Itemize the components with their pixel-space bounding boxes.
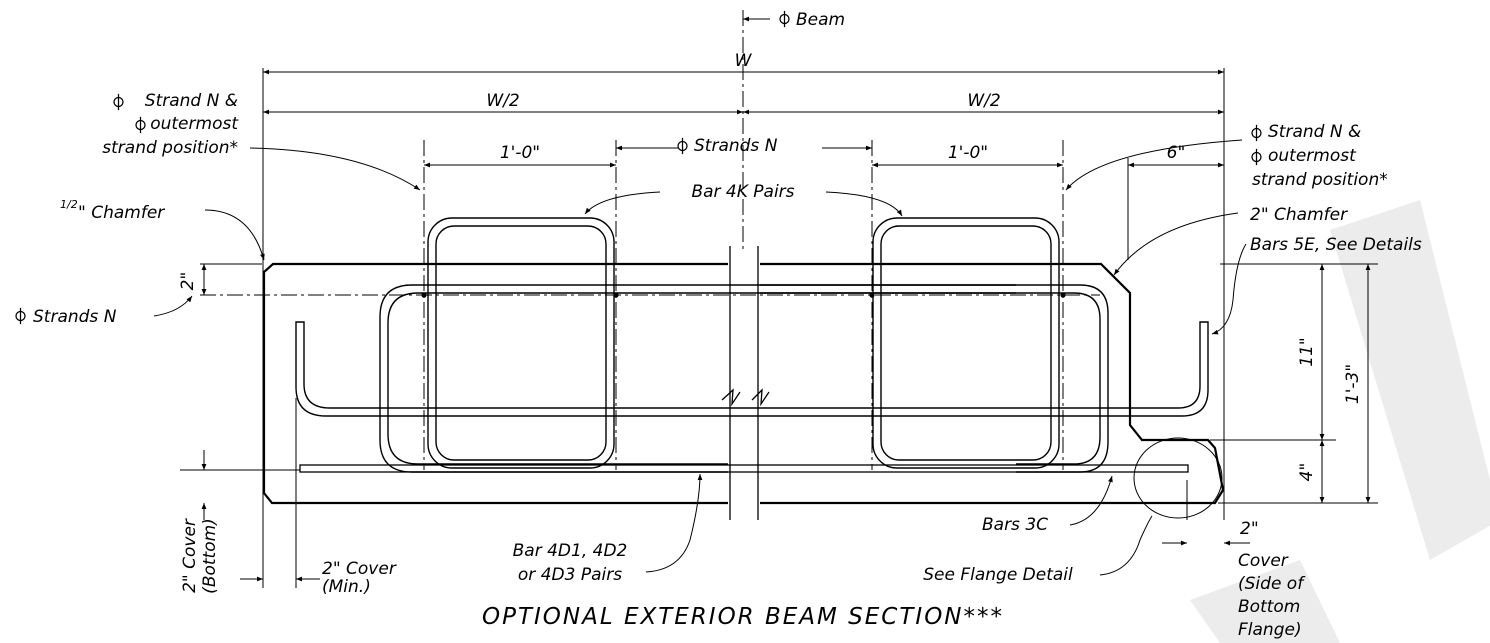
right-strand-note-2: outermost [1268, 146, 1357, 166]
label-bars-3c: Bars 3C [982, 515, 1048, 535]
label-flange-detail: See Flange Detail [923, 565, 1073, 585]
label-chamfer-2in: 2" Chamfer [1250, 205, 1348, 225]
label-1ft-left: 1'-0" [500, 143, 540, 163]
cover-bottom-1: 2" Cover [180, 518, 200, 593]
label-w: W [735, 51, 753, 71]
label-cl-strands-n-left: Strands N [33, 307, 117, 327]
label-chamfer-half: " Chamfer [78, 203, 165, 223]
bar-3c [299, 464, 1189, 473]
cover-min-1: 2" Cover [322, 559, 397, 579]
break-symbol [721, 388, 770, 407]
label-w-half-left: W/2 [486, 91, 519, 111]
label-11in: 11" [1297, 337, 1317, 366]
left-strand-note-2: outermost [150, 114, 239, 134]
label-1ft3in: 1'-3" [1343, 364, 1363, 404]
leader-lines [153, 139, 1247, 576]
bar-4k-right [872, 217, 1060, 469]
centerline-symbol-icon [15, 307, 26, 325]
label-bar-4k: Bar 4K Pairs [691, 182, 794, 202]
label-cl-strands-n: Strands N [694, 136, 778, 156]
flange-detail-callout [1133, 437, 1223, 519]
centerline-symbol-icon [779, 10, 790, 28]
centerline-symbol-icon [113, 93, 124, 111]
bar-4d-2: or 4D3 Pairs [518, 565, 622, 585]
centerline-symbol-icon [135, 116, 146, 134]
left-strand-note-3: strand position* [102, 138, 238, 158]
cover-side-1: 2" [1240, 519, 1259, 539]
centerline-symbol-icon [677, 137, 688, 155]
cover-min-2: (Min.) [322, 577, 371, 597]
section-break-gap [728, 248, 760, 520]
drawing-title: OPTIONAL EXTERIOR BEAM SECTION*** [482, 604, 1004, 630]
dimension-lines [201, 16, 1371, 582]
centerline-symbol-icon [1251, 148, 1262, 166]
label-2in-top: 2" [178, 272, 198, 291]
right-strand-note-3: strand position* [1252, 170, 1388, 190]
cover-side-4: Bottom [1238, 597, 1300, 617]
right-strand-note-1: Strand N & [1268, 122, 1361, 142]
cover-side-5: Flange) [1238, 620, 1302, 640]
label-4in: 4" [1297, 463, 1317, 482]
bar-4d-1: Bar 4D1, 4D2 [513, 541, 628, 561]
label-6in: 6" [1167, 143, 1186, 163]
cover-bottom-2: (Bottom) [200, 518, 220, 594]
centerline-symbol-icon [1251, 124, 1262, 142]
centerlines [200, 10, 1100, 470]
label-1ft-right: 1'-0" [948, 143, 988, 163]
extension-lines [180, 68, 1378, 588]
label-w-half-right: W/2 [967, 91, 1000, 111]
label-cl-beam: Beam [796, 10, 845, 30]
cover-side-3: (Side of [1238, 574, 1306, 594]
bar-5e [295, 321, 1209, 417]
left-strand-note-1: Strand N & [145, 91, 238, 111]
bar-4k-left [427, 217, 615, 469]
draft-watermark [1190, 200, 1490, 643]
beam-outline [262, 262, 1225, 505]
label-chamfer-half-fraction: 1/2 [60, 198, 78, 211]
bar-4d-loops [379, 284, 1109, 473]
label-bars-5e: Bars 5E, See Details [1250, 235, 1422, 255]
cover-side-2: Cover [1238, 551, 1289, 571]
